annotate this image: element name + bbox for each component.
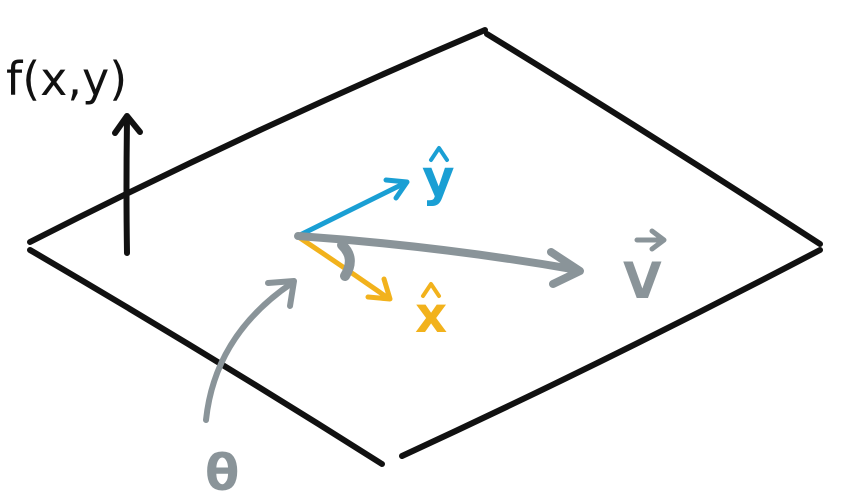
y-hat-arrow [295, 177, 410, 239]
plane-edge-top-right [484, 31, 823, 247]
function-label: f(x,y) [6, 52, 127, 106]
vector-arrow [294, 232, 584, 288]
plane-edge-top-left [27, 27, 488, 245]
plane-edge-bottom-right [399, 247, 823, 459]
theta-label: θ [205, 444, 239, 502]
theta-pointer [203, 278, 297, 423]
x-hat-text: x [415, 286, 447, 344]
f-axis-arrow [112, 113, 143, 256]
x-hat-label: x [415, 282, 447, 344]
angle-arc [337, 240, 355, 281]
y-hat-text: y [422, 149, 455, 207]
plane [27, 27, 823, 467]
plane-edge-bottom-left [27, 247, 385, 467]
vector-label: V [623, 228, 667, 310]
vector-text: V [623, 252, 662, 310]
y-hat-label: y [422, 146, 455, 207]
